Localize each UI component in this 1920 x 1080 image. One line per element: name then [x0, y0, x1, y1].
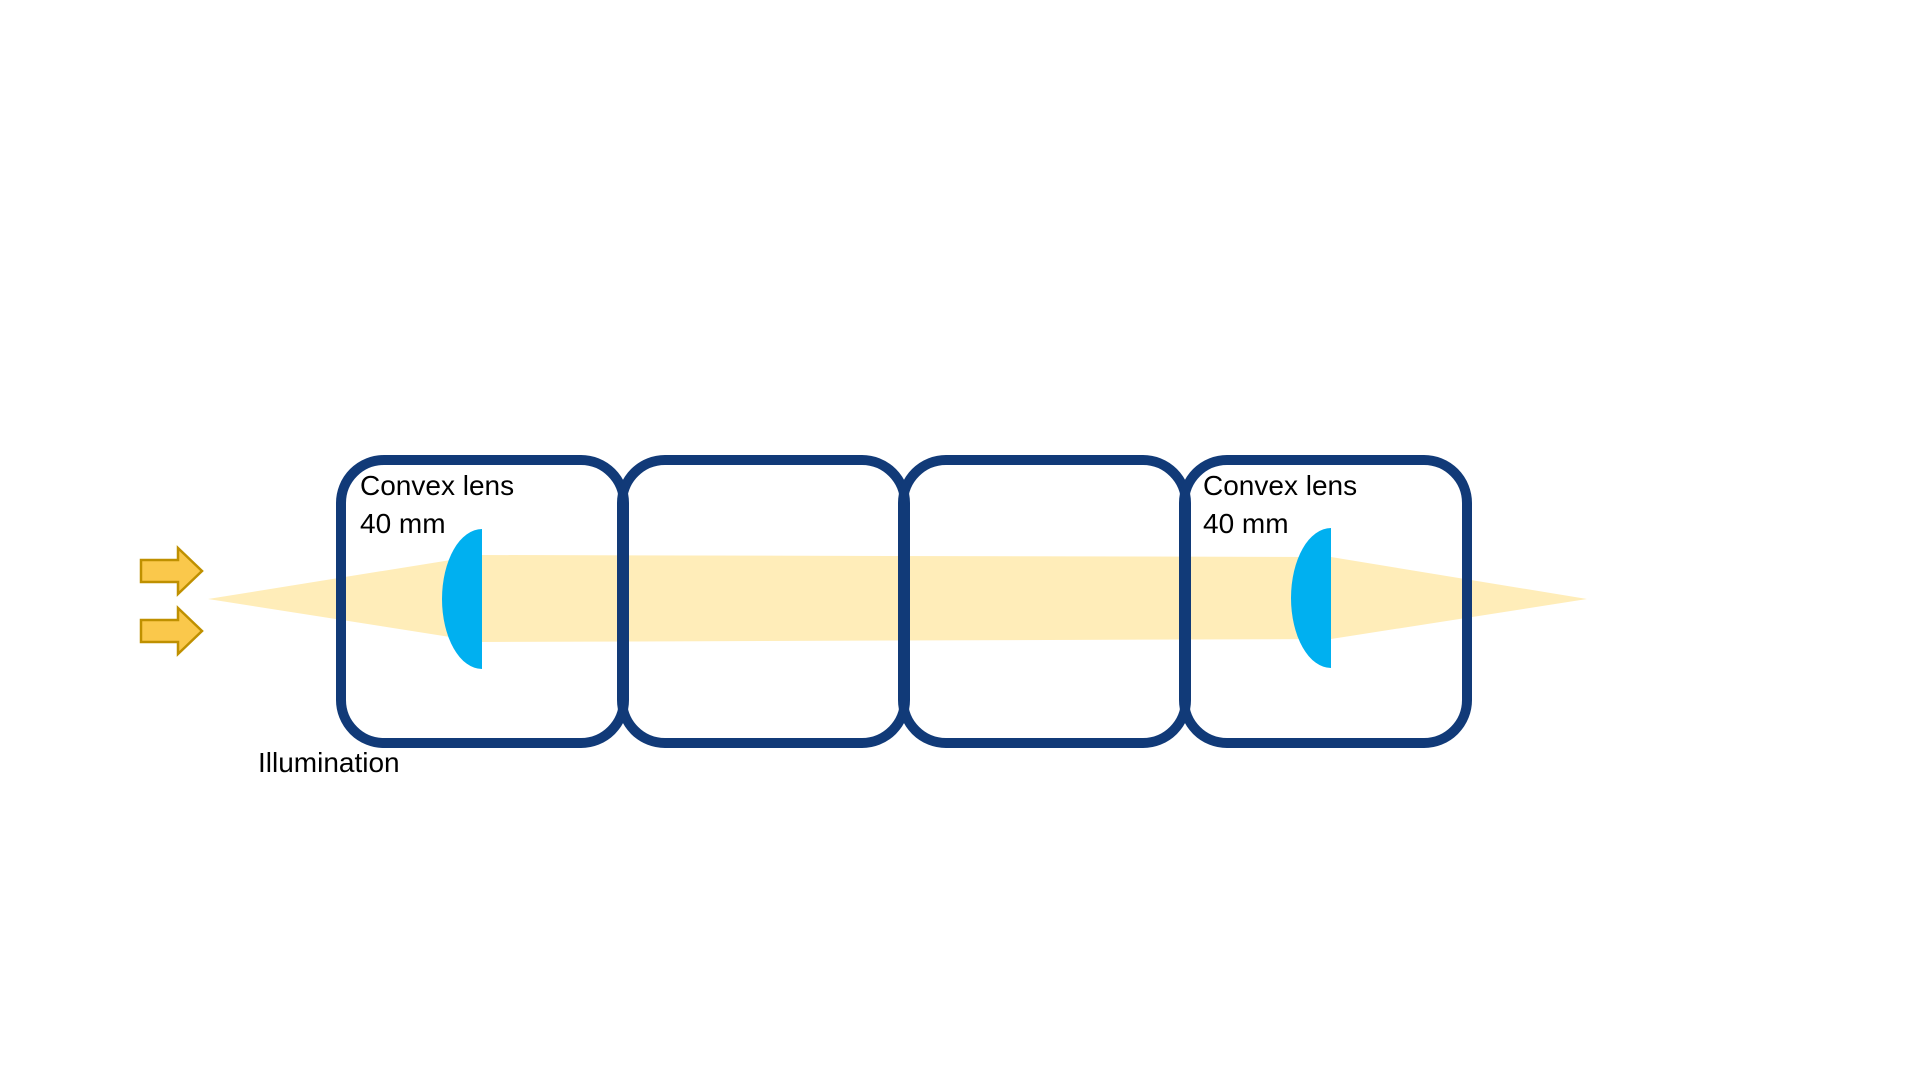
- illumination-arrow-top-icon: [139, 545, 204, 597]
- module-box-3: [898, 455, 1191, 748]
- lens-label-right-line1: Convex lens: [1203, 470, 1358, 501]
- module-box-4: Convex lens 40 mm: [1179, 455, 1472, 748]
- module-box-1: Convex lens 40 mm: [336, 455, 629, 748]
- illumination-arrow-bottom-icon: [139, 605, 204, 657]
- light-beam: [208, 555, 1587, 642]
- lens-label-right-line2: 40 mm: [1203, 508, 1289, 539]
- module-box-2: [617, 455, 910, 748]
- lens-label-right: Convex lens 40 mm: [1203, 467, 1357, 543]
- lens-label-left-line2: 40 mm: [360, 508, 446, 539]
- lens-label-left: Convex lens 40 mm: [360, 467, 514, 543]
- illumination-caption: Illumination: [258, 747, 400, 778]
- lens-label-left-line1: Convex lens: [360, 470, 515, 501]
